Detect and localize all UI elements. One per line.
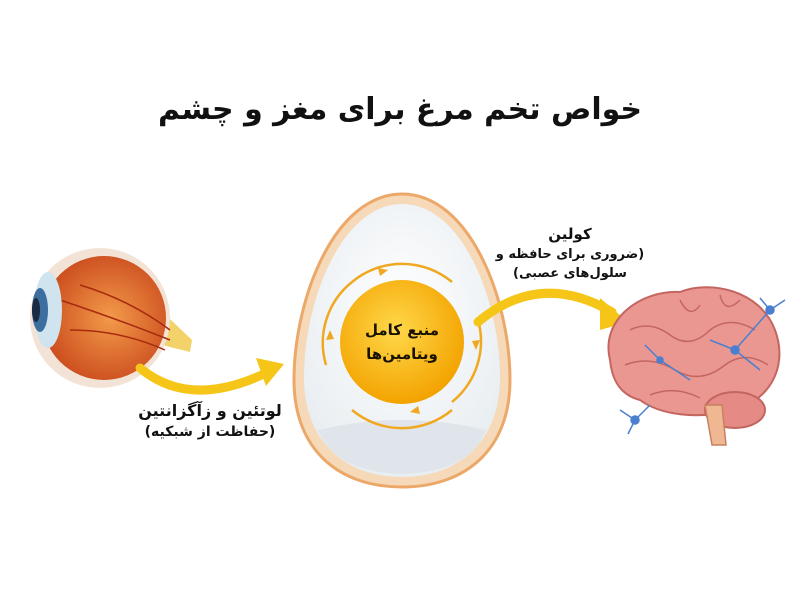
brain-illustration: [607, 286, 786, 446]
eye-label-line2: (حفاظت از شبکیه): [144, 424, 276, 440]
arrow-head-left: [256, 358, 284, 386]
brain-label-line1: کولین: [548, 225, 592, 243]
arrow-egg-to-brain: [473, 288, 617, 327]
yolk-label: منبع کامل ویتامین‌ها: [332, 318, 472, 366]
eye-label: لوتئین و زآگزانتین (حفاظت از شبکیه): [130, 400, 290, 442]
eye-illustration: [30, 248, 192, 388]
yolk-label-line2: ویتامین‌ها: [366, 345, 438, 363]
brain-label-line2: (ضروری برای حافظه و: [495, 247, 645, 262]
egg-illustration: [292, 192, 512, 489]
yolk-label-line1: منبع کامل: [364, 321, 440, 339]
brain-label: کولین (ضروری برای حافظه و سلول‌های عصبی): [495, 224, 645, 283]
page-title: خواص تخم مرغ برای مغز و چشم: [157, 92, 643, 127]
eye-label-line1: لوتئین و زآگزانتین: [138, 401, 282, 420]
brain-label-line3: سلول‌های عصبی): [513, 266, 627, 281]
arrow-eye-to-egg: [135, 363, 273, 395]
